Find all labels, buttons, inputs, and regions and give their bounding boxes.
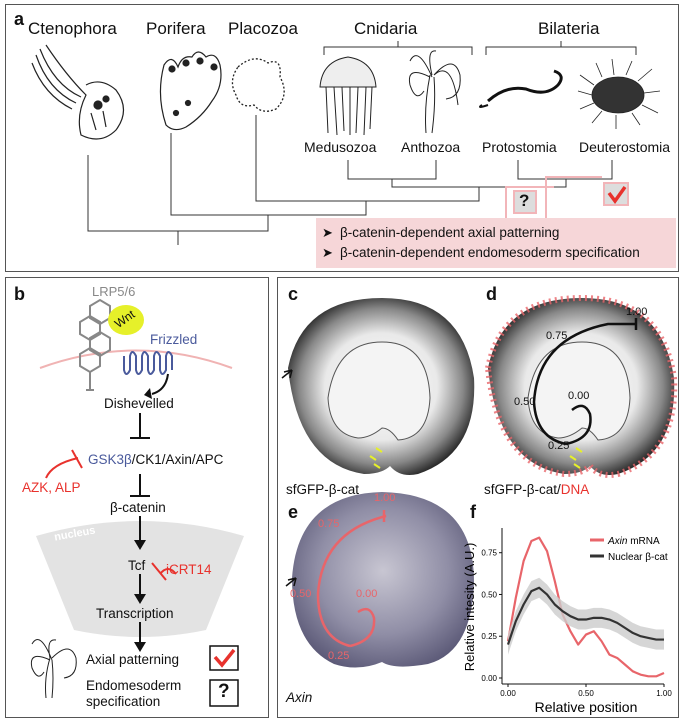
x-axis-label: Relative position	[535, 699, 638, 715]
check-icon	[607, 185, 627, 204]
inhibitor-icrt-label: iCRT14	[166, 562, 212, 577]
legend-axial: β-catenin-dependent axial patterning	[340, 225, 560, 240]
y-axis-label: Relative intesity (A.U.)	[462, 543, 477, 672]
series-band-nuclear-beta-cat	[508, 577, 664, 655]
question-mark: ?	[519, 191, 530, 210]
panel-d-pos-000: 0.00	[568, 390, 590, 402]
x-tick-label: 0.50	[578, 689, 594, 698]
panel-cdef-graphics	[281, 294, 678, 668]
panel-d-caption-red: DNA	[560, 482, 590, 497]
panel-e-pos-000: 0.00	[356, 588, 378, 600]
panel-e-caption: Axin	[286, 690, 313, 705]
lrp-label: LRP5/6	[92, 284, 136, 299]
panel-d-pos-100: 1.00	[626, 306, 648, 318]
axial-patterning-label: Axial patterning	[86, 652, 180, 667]
embryo-d-image	[484, 294, 678, 478]
legend-label: Nuclear β-cat	[608, 552, 668, 563]
subtaxon-deuterostomia: Deuterostomia	[579, 139, 671, 155]
anthozoa-icon	[30, 639, 77, 699]
endomesoderm-label-1: Endomesoderm	[86, 678, 182, 693]
panel-e-pos-100: 1.00	[374, 492, 396, 504]
check-icon-b	[213, 648, 236, 668]
protostomia-drawing	[479, 69, 563, 108]
phylo-tree	[87, 115, 613, 245]
lrp-receptor	[79, 298, 111, 391]
inhibitor-azk-label: AZK, ALP	[22, 480, 81, 495]
deuterostomia-drawing	[577, 58, 661, 129]
panel-b: b	[5, 277, 269, 718]
legend-bullet-1: ➤	[322, 225, 333, 240]
frizzled-label: Frizzled	[150, 332, 198, 347]
panel-c-label: c	[288, 284, 299, 304]
taxon-ctenophora: Ctenophora	[28, 19, 117, 38]
panel-a: a Ctenophora Porifera Placozoa Cnidaria …	[5, 4, 679, 272]
x-tick-label: 0.00	[500, 689, 516, 698]
complex-label: GSK3β/CK1/Axin/APC	[88, 452, 223, 467]
panel-d-pos-025: 0.25	[548, 440, 570, 452]
legend-label: Axin mRNA	[607, 536, 660, 547]
panel-a-label: a	[14, 9, 25, 29]
medusozoa-drawing	[319, 56, 377, 136]
legend-bullet-2: ➤	[322, 245, 333, 260]
placozoa-drawing	[231, 58, 285, 112]
ctenophora-drawing	[31, 44, 125, 140]
subtaxon-anthozoa: Anthozoa	[401, 139, 461, 155]
panel-d-caption-main: sfGFP-β-cat/	[484, 482, 561, 497]
taxon-placozoa: Placozoa	[228, 19, 298, 38]
y-tick-label: 0.00	[481, 674, 497, 683]
panel-e-pos-050: 0.50	[290, 588, 312, 600]
legend-endomesoderm: β-catenin-dependent endomesoderm specifi…	[340, 245, 640, 260]
subtaxon-medusozoa: Medusozoa	[304, 139, 377, 155]
arrow-e-icon	[285, 577, 297, 587]
y-tick-label: 0.25	[481, 632, 497, 641]
anthozoa-drawing	[408, 50, 461, 134]
gsk-label: GSK3β	[88, 452, 132, 467]
complex-rest-label: /CK1/Axin/APC	[131, 452, 224, 467]
frizzled-receptor	[123, 351, 173, 375]
panel-f-label: f	[470, 502, 476, 522]
panel-a-graphics	[31, 41, 676, 268]
transcription-label: Transcription	[96, 606, 174, 621]
y-tick-label: 0.50	[481, 590, 497, 599]
panel-cdef: c	[277, 277, 679, 718]
panel-d-label: d	[486, 284, 497, 304]
beta-catenin-label: β-catenin	[110, 500, 166, 515]
panel-d-pos-050: 0.50	[514, 396, 536, 408]
panel-d-pos-075: 0.75	[546, 330, 568, 342]
taxon-cnidaria: Cnidaria	[354, 19, 418, 38]
panel-e-pos-025: 0.25	[328, 650, 350, 662]
panel-e-pos-075: 0.75	[318, 518, 340, 530]
taxon-porifera: Porifera	[146, 19, 206, 38]
dishevelled-label: Dishevelled	[104, 396, 174, 411]
series-line-nuclear-beta-cat	[506, 586, 664, 645]
wnt-ligand	[108, 305, 144, 335]
arrow-c-icon	[281, 369, 293, 379]
panel-c-caption: sfGFP-β-cat	[286, 482, 360, 497]
embryo-e-image	[285, 492, 474, 668]
question-mark-b: ?	[218, 681, 230, 702]
panel-d-caption: sfGFP-β-cat/DNA	[484, 482, 589, 497]
porifera-drawing	[159, 51, 222, 131]
series-line-axin	[506, 536, 665, 678]
tcf-label: Tcf	[128, 558, 146, 573]
subtaxon-protostomia: Protostomia	[482, 139, 557, 155]
embryo-c-image	[281, 298, 475, 475]
panel-e-label: e	[288, 502, 299, 522]
taxon-bilateria: Bilateria	[538, 19, 600, 38]
x-tick-label: 1.00	[656, 689, 672, 698]
panel-b-label: b	[14, 284, 25, 304]
panel-b-graphics	[30, 298, 244, 707]
y-tick-label: 0.75	[481, 549, 497, 558]
endomesoderm-label-2: specification	[86, 694, 161, 709]
